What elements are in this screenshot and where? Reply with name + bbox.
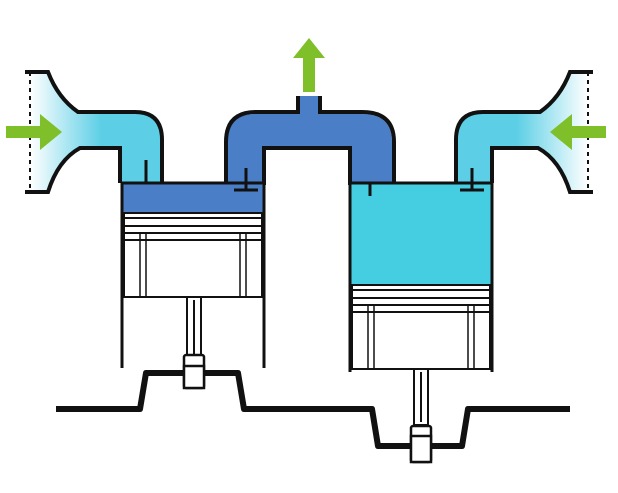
- left-crank-pin: [182, 364, 206, 390]
- left-intake-arrow: [6, 114, 62, 150]
- exhaust-manifold-fill: [226, 96, 392, 183]
- right-intake-arrow: [550, 114, 606, 150]
- exhaust-manifold: [224, 96, 396, 185]
- left-piston: [123, 212, 263, 298]
- left-cylinder-exhaust-gas: [122, 183, 264, 213]
- right-intake-manifold: [454, 70, 593, 194]
- left-intake-valve: [133, 160, 159, 185]
- crankshaft: [56, 370, 570, 449]
- right-crank-pin: [409, 434, 433, 464]
- left-exhaust-valve: [234, 168, 258, 192]
- left-intake-manifold: [25, 70, 164, 194]
- exhaust-outlet-arrow: [293, 38, 325, 92]
- right-piston: [351, 284, 491, 370]
- right-exhaust-valve: [358, 181, 382, 196]
- right-intake-valve: [460, 168, 484, 192]
- right-cylinder-charge: [350, 183, 492, 285]
- left-intake-outline: [25, 70, 164, 183]
- right-cylinder: [348, 168, 494, 464]
- left-cylinder: [120, 160, 266, 390]
